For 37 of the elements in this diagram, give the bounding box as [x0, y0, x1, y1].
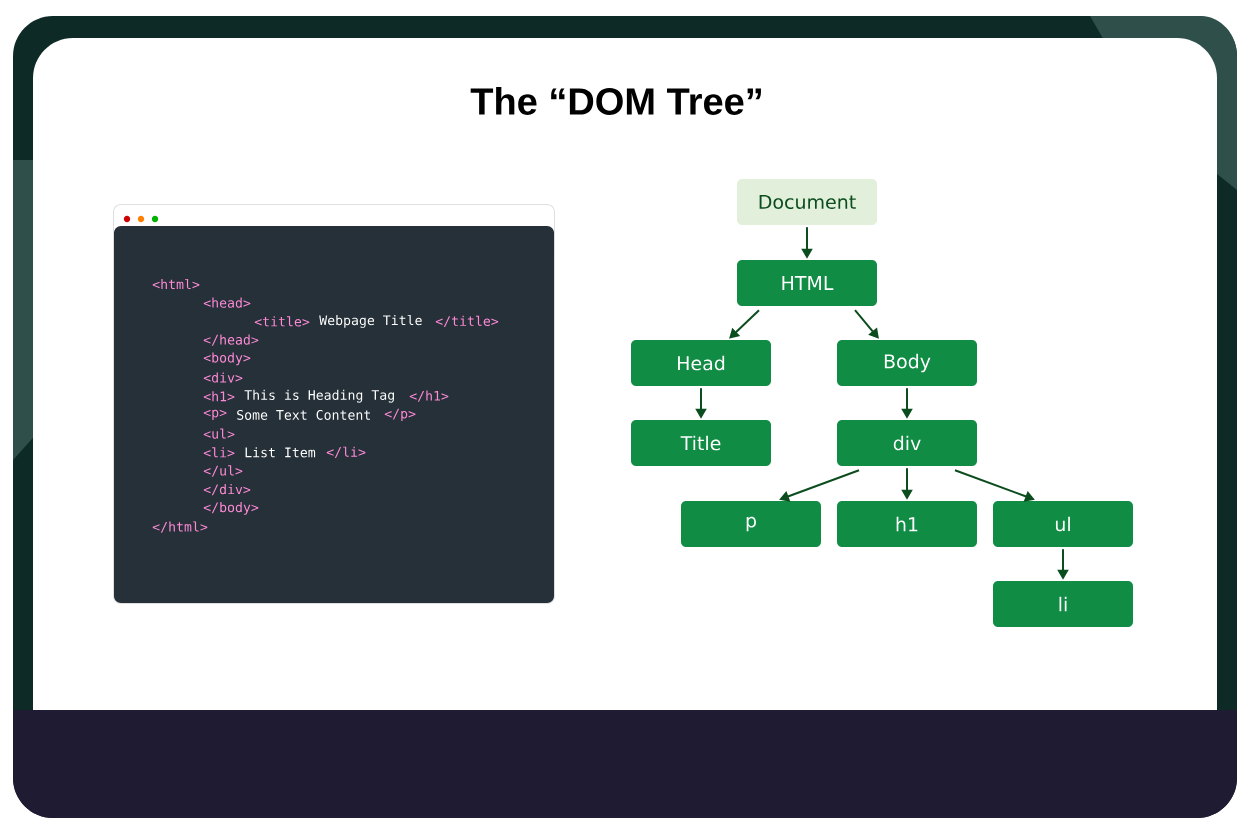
code-text: <p>	[203, 409, 227, 420]
code-text: </ul>	[203, 465, 243, 477]
code-text: </head>	[203, 334, 259, 346]
code-text: <head>	[203, 297, 251, 308]
code-text: This is Heading Tag	[244, 389, 394, 403]
title: The “DOM Tree”	[470, 87, 761, 115]
tree-box: Head	[631, 340, 771, 386]
tree-box: Body	[837, 340, 977, 386]
code-text: <li>	[203, 447, 235, 458]
arrow	[854, 309, 879, 339]
code-text: <ul>	[203, 428, 235, 439]
root-box: Document	[737, 179, 877, 225]
code-text: <html>	[152, 278, 200, 290]
code-text: </li>	[326, 446, 366, 458]
tree-box: HTML	[737, 260, 877, 306]
tree-box: li	[993, 581, 1133, 627]
code-text: <h1>	[203, 391, 235, 402]
arrow	[729, 309, 760, 339]
code-text: </p>	[384, 408, 416, 422]
code-text: <body>	[203, 352, 251, 366]
tree-box: Title	[631, 420, 771, 466]
code-text: </html>	[152, 521, 208, 533]
code-text: List Item	[245, 447, 316, 458]
code-text: <title>	[254, 316, 310, 327]
code-text: </h1>	[409, 390, 449, 402]
code-text: </title>	[435, 315, 499, 328]
code-text: Webpage Title	[319, 314, 422, 328]
tree-box: h1	[837, 501, 977, 547]
tree-box: p	[681, 501, 821, 547]
arrow	[779, 469, 860, 502]
code-text: <div>	[203, 372, 243, 383]
tree-box: ul	[993, 501, 1133, 547]
tree-box: div	[837, 420, 977, 466]
arrow	[954, 469, 1035, 502]
code-text: Some Text Content	[237, 409, 370, 420]
code-text: </body>	[203, 502, 259, 515]
code-text: </div>	[203, 484, 251, 496]
